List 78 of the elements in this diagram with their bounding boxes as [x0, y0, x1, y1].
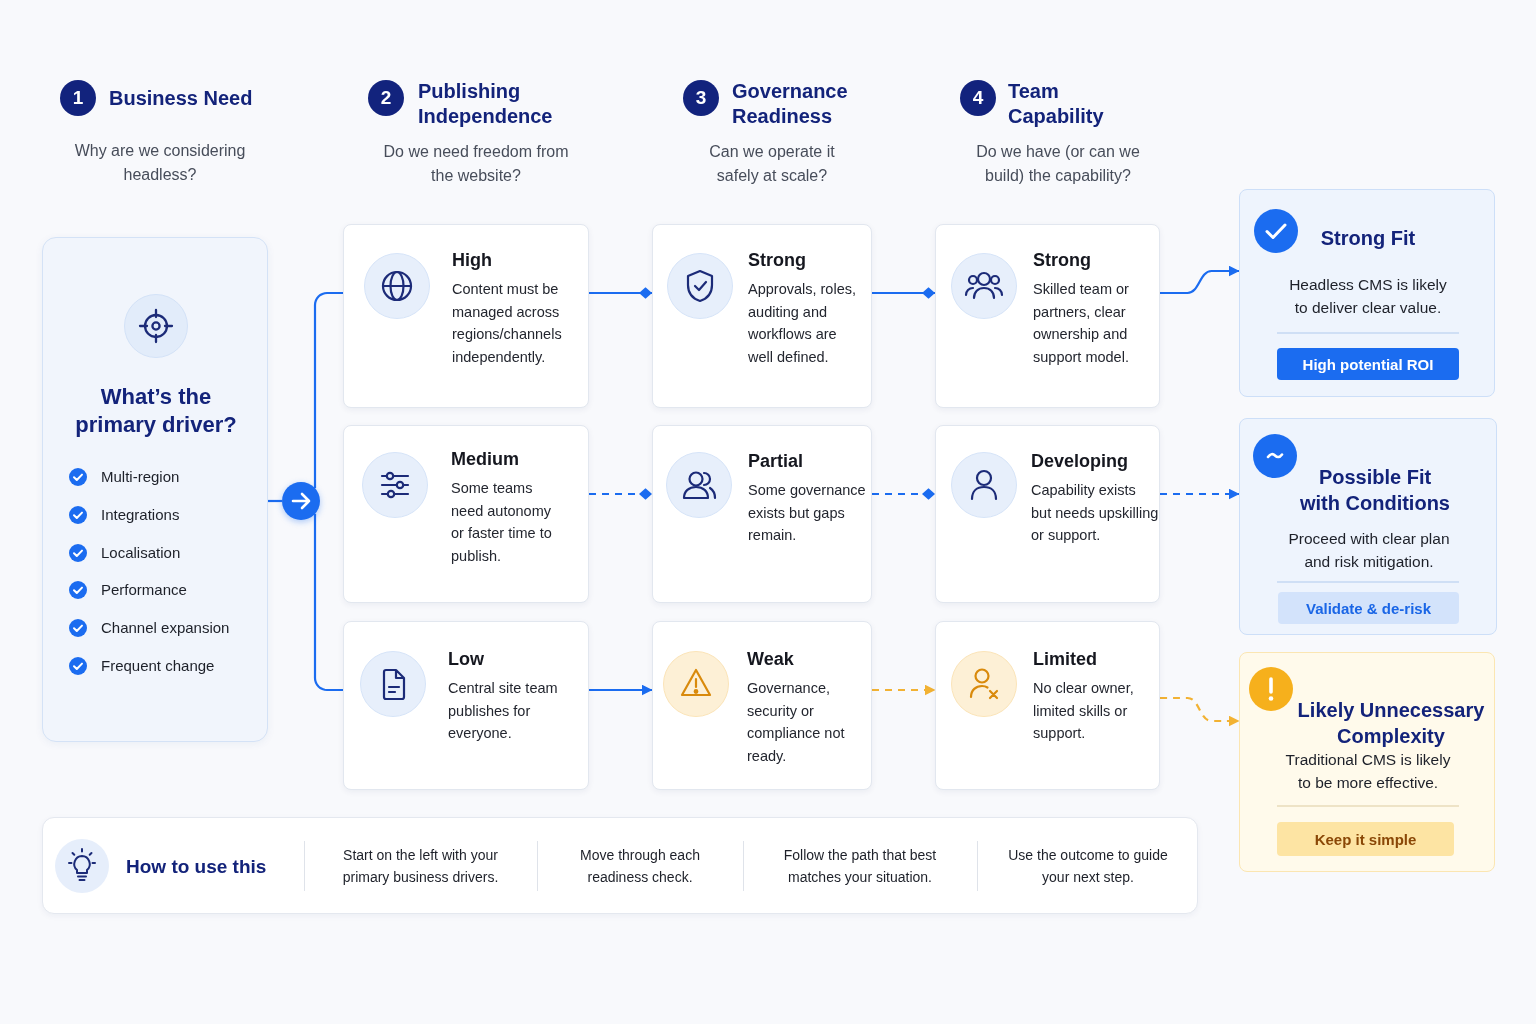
panel-heading: What’s the primary driver? [74, 383, 238, 439]
tips-heading: How to use this [126, 855, 267, 879]
arrow [1160, 265, 1240, 295]
step-number: 3 [683, 80, 719, 116]
card-text: No clear owner, limited skills or support. [1033, 679, 1135, 743]
card-text: Skilled team or partners, clear ownership and support model. [1033, 280, 1130, 367]
option-card [935, 425, 1160, 603]
step-question: Why are we considering headless? [73, 141, 247, 185]
driver-panel [42, 237, 268, 742]
checklist-item: Localisation [101, 542, 181, 563]
step-question: Can we operate it safely at scale? [708, 142, 836, 186]
result-text: Traditional CMS is likely to be more effective. [1284, 750, 1452, 793]
option-card [343, 621, 589, 790]
option-card [343, 425, 589, 603]
result-title: Likely Unnecessary Complexity [1296, 698, 1486, 749]
checklist-item: Performance [101, 580, 187, 601]
tip-text: Start on the left with your primary business drivers. [341, 846, 500, 887]
card-title: Low [448, 648, 484, 670]
arrow [872, 684, 936, 696]
tip-text: Use the outcome to guide your next step. [1007, 846, 1169, 887]
arrow [1160, 488, 1240, 500]
arrow [1160, 696, 1240, 727]
connector-line [589, 287, 652, 299]
result-tag: Validate & de-risk [1278, 592, 1459, 624]
result-card [1239, 652, 1495, 872]
card-title: Partial [748, 450, 804, 472]
tip-text: Follow the path that best matches your situation. [782, 846, 938, 887]
card-title: Weak [747, 648, 794, 670]
card-text: Capability exists but needs upskilling or support. [1031, 481, 1159, 545]
step-title: Team Capability [1008, 79, 1105, 129]
option-card [652, 621, 872, 790]
card-title: Medium [451, 448, 519, 470]
result-text: Headless CMS is likely to deliver clear value. [1288, 275, 1448, 318]
connector-line [872, 488, 935, 500]
step-number: 1 [60, 80, 96, 116]
result-title: Possible Fit with Conditions [1299, 465, 1451, 516]
step-number: 2 [368, 80, 404, 116]
option-card [652, 425, 872, 603]
card-text: Some teams need autonomy or faster time to publish. [451, 479, 553, 566]
card-text: Some governance exists but gaps remain. [748, 481, 867, 545]
result-card [1239, 418, 1497, 635]
step-title: Governance Readiness [732, 79, 849, 129]
card-title: Strong [748, 249, 806, 271]
option-card [935, 621, 1160, 790]
tip-text: Move through each readiness check. [579, 846, 701, 887]
step-title: Publishing Independence [418, 79, 554, 129]
result-title: Strong Fit [1319, 226, 1417, 251]
card-text: Governance, security or compliance not ready. [747, 679, 846, 766]
step-question: Do we need freedom from the website? [382, 142, 570, 186]
arrow [589, 684, 653, 696]
card-title: Limited [1033, 648, 1097, 670]
connector-line [313, 513, 343, 692]
step-title: Business Need [109, 86, 254, 111]
result-tag: High potential ROI [1277, 348, 1459, 380]
card-title: Developing [1031, 450, 1128, 472]
result-tag: Keep it simple [1277, 822, 1454, 856]
card-title: Strong [1033, 249, 1091, 271]
card-text: Approvals, roles, auditing and workflows are well defined. [748, 280, 857, 367]
connector-line [268, 499, 282, 503]
result-text: Proceed with clear plan and risk mitigation. [1287, 529, 1451, 572]
checklist-item: Multi-region [101, 467, 180, 487]
connector-line [313, 291, 343, 489]
step-question: Do we have (or can we build) the capability? [975, 142, 1141, 186]
connector-line [872, 287, 935, 299]
card-text: Content must be managed across regions/channels independently. [452, 280, 563, 367]
connector-line [589, 488, 652, 500]
option-card [343, 224, 589, 408]
step-number: 4 [960, 80, 996, 116]
result-card [1239, 189, 1495, 397]
card-text: Central site team publishes for everyone. [448, 679, 559, 743]
tips-bar [42, 817, 1198, 914]
checklist-item: Frequent change [101, 656, 215, 676]
option-card [652, 224, 872, 408]
arrow-circle-icon [282, 482, 320, 520]
option-card [935, 224, 1160, 408]
card-title: High [452, 249, 492, 271]
checklist-item: Channel expansion [101, 618, 230, 639]
checklist-item: Integrations [101, 504, 180, 525]
